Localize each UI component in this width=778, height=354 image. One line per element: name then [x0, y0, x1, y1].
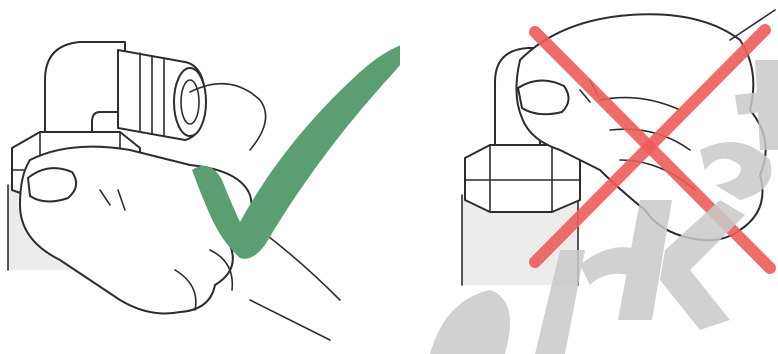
check-mark-icon [192, 40, 400, 259]
hex-nut [465, 145, 580, 212]
correct-grip-panel [0, 0, 400, 354]
elbow-fitting [45, 42, 206, 140]
correct-grip-illustration [0, 0, 400, 354]
incorrect-grip-panel [440, 0, 778, 354]
incorrect-grip-illustration [440, 0, 778, 354]
